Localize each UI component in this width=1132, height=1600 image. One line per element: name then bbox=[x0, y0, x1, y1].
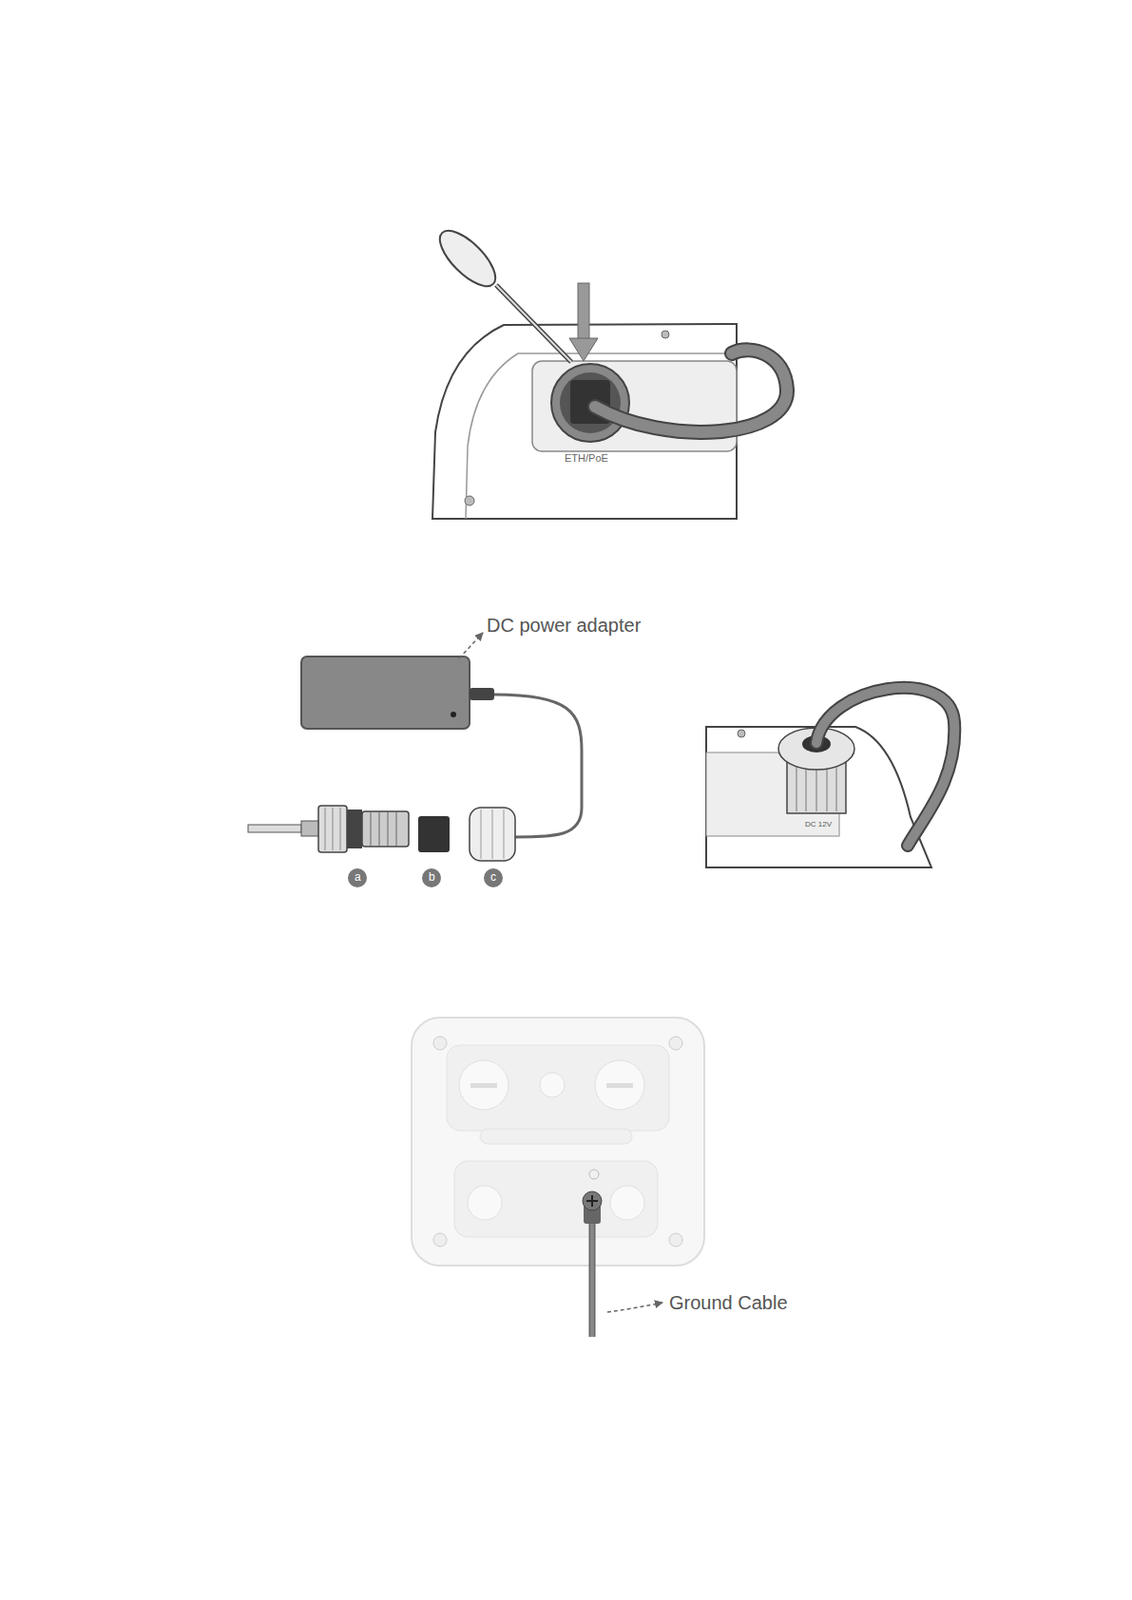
part-label: Ground Cable bbox=[669, 1292, 788, 1314]
ground-device bbox=[411, 1017, 705, 1338]
dc-device bbox=[706, 688, 955, 868]
eth-device bbox=[431, 222, 787, 519]
part-label: DC power adapter bbox=[486, 614, 641, 636]
port-label: DC 12V bbox=[805, 821, 832, 830]
port-label: ETH/PoE bbox=[564, 452, 609, 464]
callout-letter: a bbox=[354, 871, 362, 884]
callout-letter: b bbox=[428, 871, 436, 884]
callout-letter: c bbox=[490, 871, 497, 884]
dc-adapter bbox=[248, 633, 582, 888]
